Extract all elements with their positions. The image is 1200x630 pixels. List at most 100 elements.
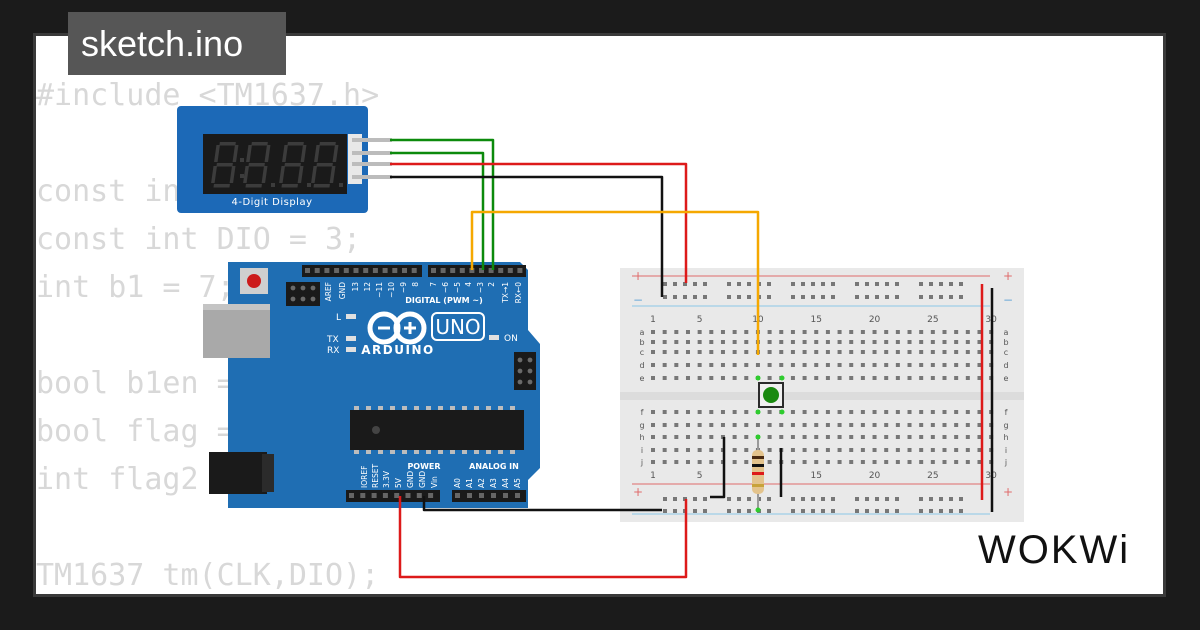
breadboard-hole[interactable] — [965, 376, 970, 380]
rail-hole[interactable] — [831, 509, 835, 513]
tm1637-display-module[interactable]: 4-Digit Display — [177, 106, 392, 213]
breadboard-hole[interactable] — [860, 350, 865, 354]
breadboard-hole[interactable] — [709, 330, 714, 334]
breadboard-hole[interactable] — [732, 363, 737, 367]
breadboard-hole[interactable] — [872, 330, 877, 334]
breadboard-hole[interactable] — [825, 460, 830, 464]
rail-hole[interactable] — [673, 509, 677, 513]
rail-hole[interactable] — [949, 509, 953, 513]
header-pin[interactable] — [392, 268, 398, 273]
breadboard-hole[interactable] — [674, 460, 679, 464]
rail-hole[interactable] — [727, 295, 731, 299]
header-pin[interactable] — [507, 268, 513, 273]
rail-hole[interactable] — [673, 282, 677, 286]
breadboard-hole[interactable] — [930, 330, 935, 334]
breadboard-hole[interactable] — [697, 363, 702, 367]
header-pin[interactable] — [360, 493, 366, 498]
breadboard-hole[interactable] — [685, 423, 690, 427]
header-pin[interactable] — [450, 268, 456, 273]
breadboard-hole[interactable] — [767, 410, 772, 414]
header-pin[interactable] — [431, 268, 436, 273]
breadboard-hole[interactable] — [884, 435, 889, 439]
rail-hole[interactable] — [865, 497, 869, 501]
breadboard-hole[interactable] — [860, 460, 865, 464]
breadboard-hole[interactable] — [662, 330, 667, 334]
breadboard-hole[interactable] — [674, 410, 679, 414]
header-pin[interactable] — [517, 268, 523, 273]
breadboard-hole[interactable] — [954, 340, 959, 344]
rail-hole[interactable] — [693, 497, 697, 501]
header-pin[interactable] — [428, 493, 434, 498]
breadboard-hole[interactable] — [907, 448, 912, 452]
header-pin[interactable] — [349, 493, 354, 498]
breadboard-hole[interactable] — [872, 376, 877, 380]
breadboard-hole[interactable] — [674, 330, 679, 334]
breadboard-hole[interactable] — [755, 423, 760, 427]
breadboard-hole[interactable] — [825, 363, 830, 367]
rail-hole[interactable] — [821, 497, 825, 501]
breadboard-hole[interactable] — [895, 350, 900, 354]
breadboard-hole[interactable] — [685, 363, 690, 367]
header-pin[interactable] — [467, 493, 472, 498]
breadboard-hole[interactable] — [767, 460, 772, 464]
breadboard-hole[interactable] — [790, 460, 795, 464]
breadboard-hole[interactable] — [662, 448, 667, 452]
breadboard-hole[interactable] — [767, 448, 772, 452]
header-pin[interactable] — [479, 493, 484, 498]
breadboard-hole[interactable] — [814, 363, 819, 367]
rail-hole[interactable] — [801, 282, 805, 286]
breadboard-hole[interactable] — [954, 423, 959, 427]
breadboard-hole[interactable] — [674, 376, 679, 380]
breadboard-hole[interactable] — [697, 330, 702, 334]
header-pin-holes[interactable] — [305, 268, 523, 498]
breadboard-hole[interactable] — [919, 340, 924, 344]
breadboard-hole[interactable] — [814, 376, 819, 380]
rail-hole[interactable] — [865, 282, 869, 286]
breadboard-hole[interactable] — [685, 350, 690, 354]
rail-hole[interactable] — [855, 509, 859, 513]
breadboard-hole[interactable] — [825, 340, 830, 344]
header-pin[interactable] — [372, 268, 378, 273]
breadboard-hole[interactable] — [709, 448, 714, 452]
breadboard-hole[interactable] — [907, 350, 912, 354]
breadboard-hole[interactable] — [860, 330, 865, 334]
breadboard-hole[interactable] — [942, 460, 947, 464]
rail-hole[interactable] — [767, 295, 771, 299]
rail-hole[interactable] — [949, 282, 953, 286]
breadboard-hole[interactable] — [662, 363, 667, 367]
breadboard-hole[interactable] — [651, 448, 655, 452]
breadboard-hole[interactable] — [674, 363, 679, 367]
breadboard-hole[interactable] — [837, 435, 842, 439]
breadboard-hole[interactable] — [907, 330, 912, 334]
breadboard-hole[interactable] — [954, 330, 959, 334]
breadboard-hole[interactable] — [685, 340, 690, 344]
breadboard-hole[interactable] — [965, 435, 970, 439]
header-pin[interactable] — [488, 268, 494, 273]
breadboard-hole[interactable] — [895, 435, 900, 439]
rail-hole[interactable] — [737, 282, 741, 286]
breadboard-hole[interactable] — [849, 448, 854, 452]
sketch-tab[interactable]: sketch.ino — [68, 12, 286, 75]
breadboard-hole[interactable] — [697, 435, 702, 439]
breadboard-hole[interactable] — [965, 350, 970, 354]
breadboard-hole[interactable] — [802, 460, 807, 464]
breadboard-hole[interactable] — [977, 423, 982, 427]
breadboard-hole[interactable] — [651, 460, 655, 464]
breadboard-hole[interactable] — [697, 448, 702, 452]
rail-hole[interactable] — [939, 295, 943, 299]
header-pin[interactable] — [416, 493, 422, 498]
header-pin[interactable] — [459, 268, 465, 273]
rail-hole[interactable] — [831, 295, 835, 299]
breadboard-hole[interactable] — [779, 350, 784, 354]
breadboard-hole[interactable] — [732, 376, 737, 380]
header-pin[interactable] — [402, 268, 407, 273]
breadboard-hole[interactable] — [802, 376, 807, 380]
breadboard-hole[interactable] — [849, 350, 854, 354]
breadboard-hole[interactable] — [954, 460, 959, 464]
breadboard-hole[interactable] — [907, 423, 912, 427]
breadboard-hole[interactable] — [895, 460, 900, 464]
breadboard-hole[interactable] — [651, 363, 655, 367]
rail-hole[interactable] — [747, 497, 751, 501]
breadboard-hole[interactable] — [720, 330, 725, 334]
header-pin[interactable] — [371, 493, 377, 498]
